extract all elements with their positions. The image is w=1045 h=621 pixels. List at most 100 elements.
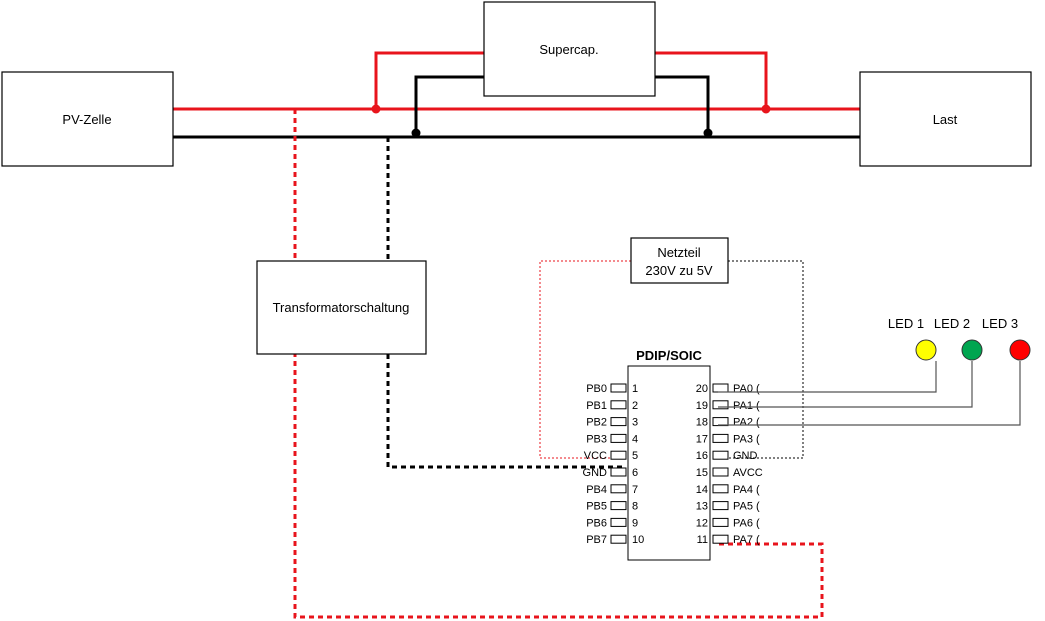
- pin-pad: [712, 534, 729, 544]
- pin-name: PA1 (: [733, 400, 760, 412]
- led-icon: [915, 339, 937, 361]
- psu-label-line1: Netzteil: [657, 245, 700, 260]
- supercap-negative-loop-left: [414, 75, 484, 137]
- pin-pad: [712, 383, 729, 393]
- pin-number: 9: [632, 517, 638, 529]
- pin-number: 14: [696, 484, 708, 496]
- pin-pad: [610, 467, 627, 477]
- pin-pad: [610, 534, 627, 544]
- pin-pad: [712, 450, 729, 460]
- led-icon: [1009, 339, 1031, 361]
- pin-pad: [712, 400, 729, 410]
- pin-number: 17: [696, 433, 708, 445]
- pin-name: VCC: [584, 450, 607, 462]
- pin-pad: [610, 517, 627, 527]
- pin-number: 4: [632, 433, 638, 445]
- pin-number: 6: [632, 467, 638, 479]
- dashed-wires: [293, 109, 824, 619]
- psu-wiring: [539, 260, 804, 459]
- chip-package-title: PDIP/SOIC: [636, 348, 702, 363]
- led1-wire: [718, 361, 937, 393]
- junction-dot-red-right: [761, 104, 771, 114]
- pin-number: 8: [632, 501, 638, 513]
- pin-pad: [712, 433, 729, 443]
- led-label: LED 2: [934, 316, 970, 331]
- pin-number: 19: [696, 400, 708, 412]
- pin-number: 3: [632, 417, 638, 429]
- supercap-negative-loop-right: [655, 75, 710, 137]
- pv-cell-block: PV-Zelle: [1, 71, 174, 167]
- pin-name: AVCC: [733, 467, 763, 479]
- pin-number: 12: [696, 517, 708, 529]
- pin-pad: [610, 383, 627, 393]
- pin-name: PB7: [586, 534, 607, 546]
- pin-name: GND: [733, 450, 758, 462]
- pin-number: 7: [632, 484, 638, 496]
- pin-name: PB2: [586, 417, 607, 429]
- supercap-positive-loop: [374, 51, 484, 109]
- power-rails: [173, 51, 860, 139]
- led-icon: [961, 339, 983, 361]
- pin-name: PA4 (: [733, 484, 760, 496]
- pin-pad: [712, 467, 729, 477]
- psu-block: Netzteil 230V zu 5V: [630, 237, 729, 284]
- junction-dot-black-left: [411, 128, 421, 138]
- led-label: LED 1: [888, 316, 924, 331]
- pin-name: PB4: [586, 484, 607, 496]
- led2-wire: [718, 361, 973, 408]
- pin-name: PB3: [586, 433, 607, 445]
- pin-pad: [610, 450, 627, 460]
- pin-name: GND: [583, 467, 608, 479]
- pin-pad: [712, 484, 729, 494]
- pin-pad: [610, 484, 627, 494]
- pin-name: PA6 (: [733, 517, 760, 529]
- supercap-label: Supercap.: [539, 42, 598, 57]
- pin-number: 20: [696, 383, 708, 395]
- led-group: LED 1 LED 2 LED 3: [888, 316, 1031, 361]
- load-block: Last: [859, 71, 1032, 167]
- pin-number: 11: [697, 534, 708, 546]
- pin-number: 1: [632, 383, 638, 395]
- junction-dot-black-right: [703, 128, 713, 138]
- pin-name: PA2 (: [733, 417, 760, 429]
- pin-number: 2: [632, 400, 638, 412]
- supercap-block: Supercap.: [483, 1, 656, 97]
- pin-name: PA5 (: [733, 501, 760, 513]
- pin-number: 10: [632, 534, 644, 546]
- pin-name: PA0 (: [733, 383, 760, 395]
- transformer-label: Transformatorschaltung: [273, 300, 410, 315]
- pin-pad: [712, 517, 729, 527]
- psu-label-line2: 230V zu 5V: [645, 263, 713, 278]
- junction-dot-red-left: [371, 104, 381, 114]
- led-label: LED 3: [982, 316, 1018, 331]
- chip-body: [627, 365, 711, 561]
- black-dashed-wire-bottom: [386, 354, 626, 469]
- pin-name: PB5: [586, 501, 607, 513]
- pin-name: PB1: [586, 400, 607, 412]
- led3-wire: [718, 361, 1021, 426]
- pin-name: PA3 (: [733, 433, 760, 445]
- pin-number: 18: [696, 417, 708, 429]
- pin-number: 15: [696, 467, 708, 479]
- pin-name: PB0: [586, 383, 607, 395]
- pin-number: 5: [632, 450, 638, 462]
- pin-pad: [610, 400, 627, 410]
- psu-positive-dotted: [539, 260, 631, 459]
- led-wiring: [718, 361, 1021, 426]
- load-label: Last: [933, 112, 958, 127]
- pin-pad: [610, 417, 627, 427]
- red-dashed-wire: [293, 109, 824, 619]
- pin-number: 16: [696, 450, 708, 462]
- pin-name: PA7 (: [733, 534, 760, 546]
- pv-cell-label: PV-Zelle: [62, 112, 111, 127]
- pin-number: 13: [696, 501, 708, 513]
- pin-pad: [610, 501, 627, 511]
- transformer-block: Transformatorschaltung: [256, 260, 427, 355]
- supercap-positive-loop-right: [655, 51, 768, 109]
- pin-name: PB6: [586, 517, 607, 529]
- pin-pad: [610, 433, 627, 443]
- right-pin-column: 20 PA0 ( 19 PA1 ( 18 PA2 ( 17 PA3 ( 16 GND 15 AVCC 1…: [696, 383, 763, 546]
